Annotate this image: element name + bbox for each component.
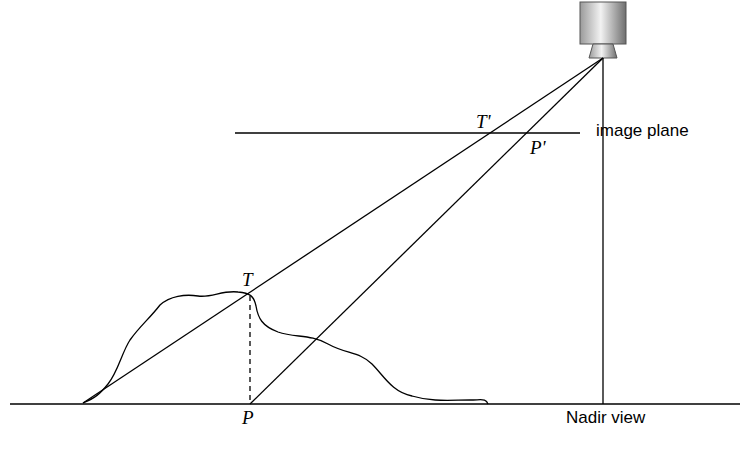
image-plane-line [235,132,580,133]
camera-lens [589,44,617,58]
view-label: Nadir view [566,409,645,428]
camera-body [580,2,626,44]
projected-point-label: T' [476,112,491,133]
terrain-profile [83,292,488,404]
height-dashed-line [249,296,250,404]
ray-to-top [83,58,603,403]
plane-label: image plane [596,122,689,141]
point-label: P [242,408,254,429]
ray-to-foot [250,58,603,404]
nadir-line [602,58,603,404]
point-label: T [242,270,253,291]
projected-point-label: P' [530,138,546,159]
ground-line [10,403,740,404]
